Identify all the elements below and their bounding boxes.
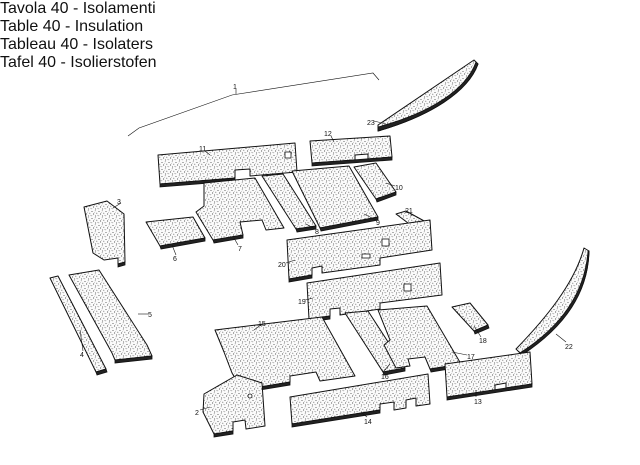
callout-15: 15 (258, 321, 266, 328)
part-20-long-panel (286, 219, 433, 283)
part-6-small-panel (145, 216, 206, 250)
callout-5: 5 (148, 312, 152, 319)
callout-16: 16 (381, 374, 389, 381)
part-13-bottom-right-panel (444, 351, 533, 401)
part-2-tunnel-panel (202, 374, 266, 438)
callout-17: 17 (467, 354, 475, 361)
callout-18: 18 (479, 338, 487, 345)
callout-labels: 1 2 3 4 5 6 7 8 9 10 11 12 13 14 15 16 1… (80, 84, 573, 426)
callout-21: 21 (405, 208, 413, 215)
part-23-upper-pillar-strip (377, 59, 479, 132)
callout-2: 2 (195, 410, 199, 417)
part-5-large-side-panel (68, 269, 153, 364)
header-line-english: Table 40 - Insulation (0, 18, 144, 35)
part-11-top-panel (157, 142, 298, 188)
part-14-bottom-panel (289, 373, 431, 428)
part-3-side-panel (83, 200, 126, 268)
callout-9: 9 (376, 220, 380, 227)
leader-lines (79, 120, 567, 418)
part-10-small-slanted-panel (353, 162, 397, 203)
header-line-italian: Tavola 40 - Isolamenti (0, 0, 156, 17)
callout-4: 4 (80, 352, 84, 359)
header-right: Tableau 40 - Isolaters Tafel 40 - Isolie… (0, 36, 640, 72)
part-7-floor-panel (195, 177, 285, 244)
callout-14: 14 (364, 419, 372, 426)
header-line-french: Tableau 40 - Isolaters (0, 36, 153, 53)
part-18-small-wedge (451, 302, 490, 335)
part-22-lower-pillar-strip (515, 247, 590, 356)
callout-12: 12 (324, 131, 332, 138)
part-8-narrow-strip (261, 173, 317, 233)
callout-3: 3 (117, 199, 121, 206)
callout-7: 7 (238, 246, 242, 253)
header-left: Tavola 40 - Isolamenti Table 40 - Insula… (0, 0, 640, 36)
callout-13: 13 (474, 399, 482, 406)
callout-6: 6 (173, 256, 177, 263)
part-12-top-right-panel (309, 135, 393, 167)
header-line-german: Tafel 40 - Isolierstofen (0, 54, 157, 71)
callout-22: 22 (565, 344, 573, 351)
callout-1: 1 (233, 84, 237, 91)
callout-8: 8 (315, 229, 319, 236)
callout-23: 23 (367, 120, 375, 127)
callout-10: 10 (395, 185, 403, 192)
callout-11: 11 (199, 146, 206, 153)
part-4-side-strip (49, 275, 108, 376)
part-9-center-panel (291, 165, 379, 232)
callout-20: 20 (278, 262, 286, 269)
callout-19: 19 (298, 299, 306, 306)
group-bracket-1 (127, 72, 380, 137)
